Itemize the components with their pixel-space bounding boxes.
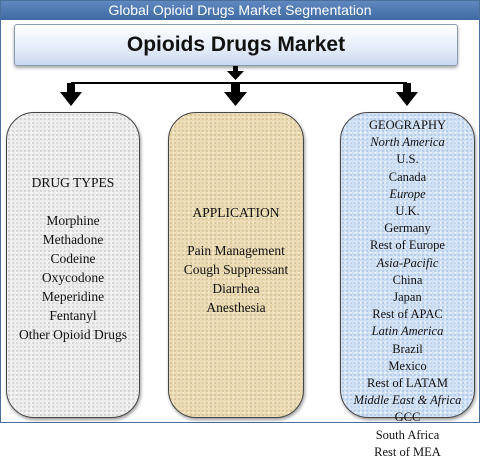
list-item: Methadone xyxy=(42,232,104,247)
diagram-title: Global Opioid Drugs Market Segmentation xyxy=(1,1,479,20)
geography-heading: GEOGRAPHY xyxy=(368,118,447,132)
list-item: Other Opioid Drugs xyxy=(19,327,127,342)
application-arrow-icon xyxy=(224,83,247,106)
list-item: Rest of APAC xyxy=(372,307,443,322)
list-item: Anesthesia xyxy=(206,300,266,315)
region-item: Latin America xyxy=(371,324,444,339)
list-item: Rest of LATAM xyxy=(367,376,448,391)
application-list: Pain Management Cough Suppressant Diarrh… xyxy=(169,241,303,317)
drug-types-box: DRUG TYPES Morphine Methadone Codeine Ox… xyxy=(6,112,140,418)
list-item: Fentanyl xyxy=(49,308,97,323)
list-item: Cough Suppressant xyxy=(183,262,289,277)
geography-list: North America U.S. Canada Europe U.K. Ge… xyxy=(341,134,474,461)
list-item: Rest of Europe xyxy=(370,238,445,253)
list-item: GCC xyxy=(394,410,421,425)
list-item: Morphine xyxy=(46,213,100,228)
list-item: Japan xyxy=(393,290,422,305)
drug-types-list: Morphine Methadone Codeine Oxycodone Mep… xyxy=(7,211,139,344)
list-item: Canada xyxy=(388,169,427,184)
region-item: Europe xyxy=(389,186,426,201)
list-item: U.K. xyxy=(395,204,420,219)
list-item: Codeine xyxy=(50,251,96,266)
main-node: Opioids Drugs Market xyxy=(14,24,458,66)
list-item: China xyxy=(392,272,423,287)
list-item: Mexico xyxy=(388,358,427,373)
list-item: U.S. xyxy=(396,152,419,167)
application-box: APPLICATION Pain Management Cough Suppre… xyxy=(168,112,304,418)
geography-arrow-icon xyxy=(396,83,418,106)
region-item: Middle East & Africa xyxy=(353,393,462,408)
application-heading: APPLICATION xyxy=(192,205,280,220)
list-item: Pain Management xyxy=(187,243,285,258)
geography-box: GEOGRAPHY North America U.S. Canada Euro… xyxy=(340,112,475,459)
list-item: Meperidine xyxy=(41,289,105,304)
region-item: Asia-Pacific xyxy=(376,255,439,270)
main-arrow-icon xyxy=(227,65,244,80)
region-item: North America xyxy=(370,135,445,150)
list-item: Germany xyxy=(384,221,431,236)
drug-types-arrow-icon xyxy=(60,83,82,106)
list-item: Brazil xyxy=(392,341,423,356)
list-item: South Africa xyxy=(375,427,440,442)
drug-types-heading: DRUG TYPES xyxy=(31,175,115,190)
list-item: Oxycodone xyxy=(41,270,105,285)
connector-arrows xyxy=(60,65,418,106)
list-item: Diarrhea xyxy=(212,281,260,296)
list-item: Rest of MEA xyxy=(374,444,441,459)
